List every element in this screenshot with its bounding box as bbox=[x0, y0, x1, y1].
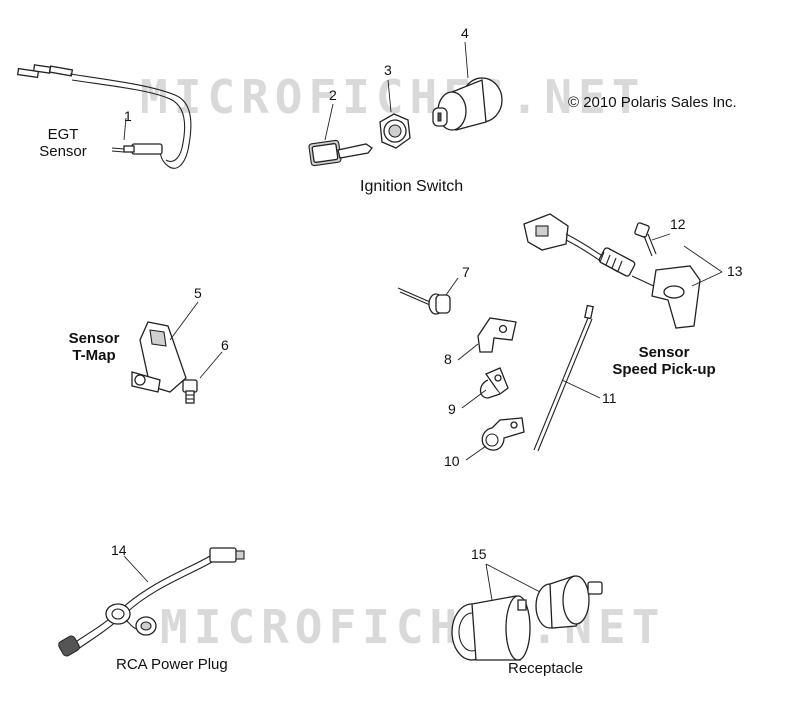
part-number-1: 1 bbox=[124, 108, 132, 124]
clip-9-illustration bbox=[461, 367, 509, 409]
part-number-4: 4 bbox=[461, 25, 469, 41]
part-number-14: 14 bbox=[111, 542, 127, 558]
push-pin-illustration bbox=[397, 277, 459, 315]
copyright-notice: © 2010 Polaris Sales Inc. bbox=[568, 94, 737, 111]
part-number-12: 12 bbox=[670, 216, 686, 232]
part-number-2: 2 bbox=[329, 87, 337, 103]
egt-label-line2: Sensor bbox=[39, 143, 87, 160]
part-number-5: 5 bbox=[194, 285, 202, 301]
tmap-screw-illustration bbox=[182, 351, 223, 404]
egt-label-line1: EGT bbox=[47, 126, 79, 143]
speed-label-line2: Speed Pick-up bbox=[612, 361, 716, 378]
part-number-7: 7 bbox=[462, 264, 470, 280]
clip-8-illustration bbox=[457, 317, 517, 361]
tmap-label-line2: T-Map bbox=[72, 347, 116, 364]
egt-sensor-illustration bbox=[16, 64, 192, 169]
part-number-10: 10 bbox=[444, 453, 460, 469]
group-label-receptacle: Receptacle bbox=[508, 660, 584, 677]
rca-power-plug-illustration bbox=[58, 547, 245, 657]
part-number-11: 11 bbox=[602, 390, 617, 406]
group-label-tmap-sensor: Sensor T-Map bbox=[58, 330, 130, 364]
part-number-15: 15 bbox=[471, 546, 487, 562]
tmap-sensor-illustration bbox=[131, 301, 199, 393]
ignition-switch-body-illustration bbox=[432, 41, 503, 131]
receptacle-illustration bbox=[451, 563, 603, 661]
group-label-speed-sensor: Sensor Speed Pick-up bbox=[604, 344, 724, 378]
speed-label-line1: Sensor bbox=[638, 344, 690, 361]
clamp-10-illustration bbox=[465, 417, 525, 461]
part-number-13: 13 bbox=[727, 263, 743, 279]
part-number-8: 8 bbox=[444, 351, 452, 367]
cable-tie-illustration bbox=[533, 304, 601, 452]
part-number-3: 3 bbox=[384, 62, 392, 78]
speed-sensor-screw-illustration bbox=[634, 222, 671, 257]
tmap-label-line1: Sensor bbox=[68, 330, 120, 347]
part-number-9: 9 bbox=[448, 401, 456, 417]
group-label-ignition-switch: Ignition Switch bbox=[360, 178, 464, 195]
group-label-rca-power-plug: RCA Power Plug bbox=[116, 656, 228, 673]
speed-sensor-harness-illustration bbox=[523, 213, 723, 329]
group-label-egt-sensor: EGT Sensor bbox=[30, 126, 96, 160]
ignition-key-illustration bbox=[308, 103, 373, 167]
part-number-6: 6 bbox=[221, 337, 229, 353]
ignition-nut-illustration bbox=[379, 79, 411, 149]
